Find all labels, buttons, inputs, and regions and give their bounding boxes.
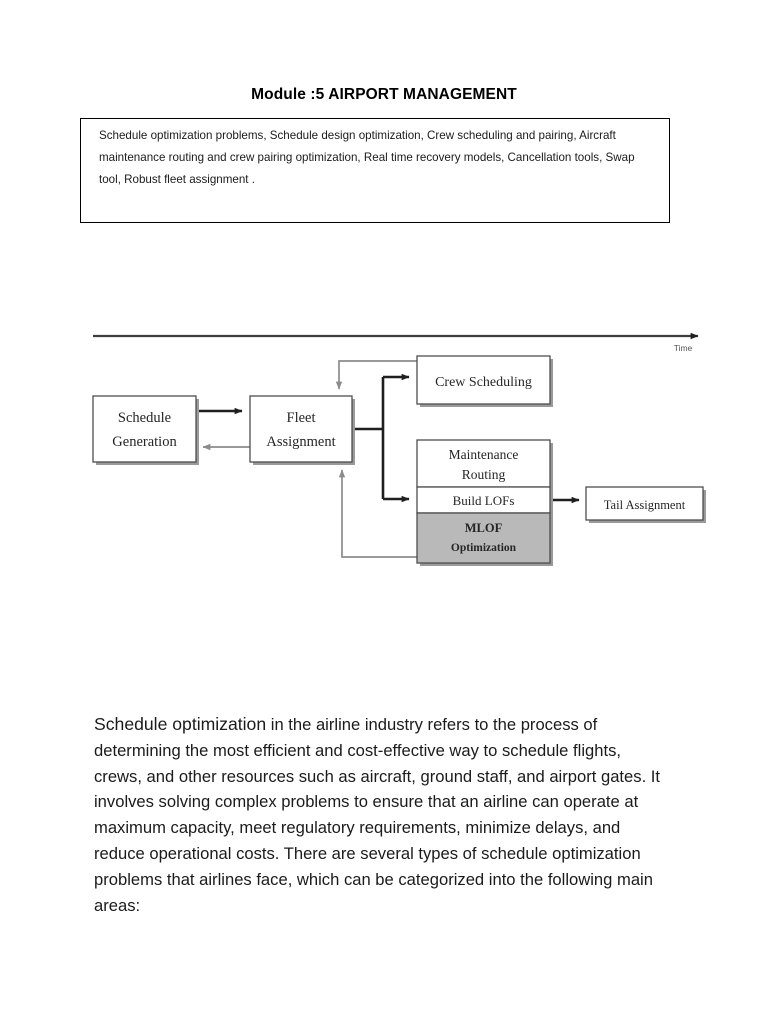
node-label-mlof-line2: Optimization	[451, 542, 517, 554]
node-tail-assignment[interactable]: Tail Assignment	[585, 486, 706, 523]
node-crew-scheduling[interactable]: Crew Scheduling	[416, 355, 553, 407]
edge-mlof-feedback-to-fleet	[338, 469, 417, 558]
node-label-schedule-generation-line2: Generation	[112, 434, 177, 450]
node-label-tail-assignment: Tail Assignment	[604, 498, 686, 512]
edge-crew-feedback-to-fleet	[335, 360, 417, 390]
syllabus-box: Schedule optimization problems, Schedule…	[80, 118, 670, 223]
node-label-maintenance-routing-line2: Routing	[462, 467, 506, 482]
node-fleet-assignment[interactable]: Fleet Assignment	[249, 395, 355, 465]
node-label-crew-scheduling: Crew Scheduling	[435, 375, 532, 390]
node-maintenance-routing-stack[interactable]: Maintenance Routing Build LOFs MLOF Opti…	[416, 439, 553, 566]
node-label-mlof-line1: MLOF	[465, 521, 503, 535]
node-label-build-lofs: Build LOFs	[453, 493, 515, 508]
edge-fleet-to-downstream	[352, 373, 410, 503]
node-label-fleet-assignment-line1: Fleet	[287, 410, 316, 426]
syllabus-text: Schedule optimization problems, Schedule…	[99, 129, 635, 186]
node-mlof-optimization[interactable]: MLOF Optimization	[416, 512, 551, 564]
time-axis-label: Time	[674, 343, 693, 353]
node-label-schedule-generation-line1: Schedule	[118, 410, 171, 426]
body-paragraph: Schedule optimization in the airline ind…	[94, 712, 672, 918]
node-label-fleet-assignment-line2: Assignment	[266, 434, 335, 450]
node-build-lofs[interactable]: Build LOFs	[416, 486, 551, 514]
node-schedule-generation[interactable]: Schedule Generation	[92, 395, 199, 465]
node-maintenance-routing[interactable]: Maintenance Routing	[416, 439, 551, 488]
node-label-maintenance-routing-line1: Maintenance	[449, 447, 519, 462]
body-paragraph-text: in the airline industry refers to the pr…	[94, 715, 661, 915]
page-title: Module :5 AIRPORT MANAGEMENT	[251, 86, 517, 103]
body-lead-phrase: Schedule optimization	[94, 714, 267, 734]
